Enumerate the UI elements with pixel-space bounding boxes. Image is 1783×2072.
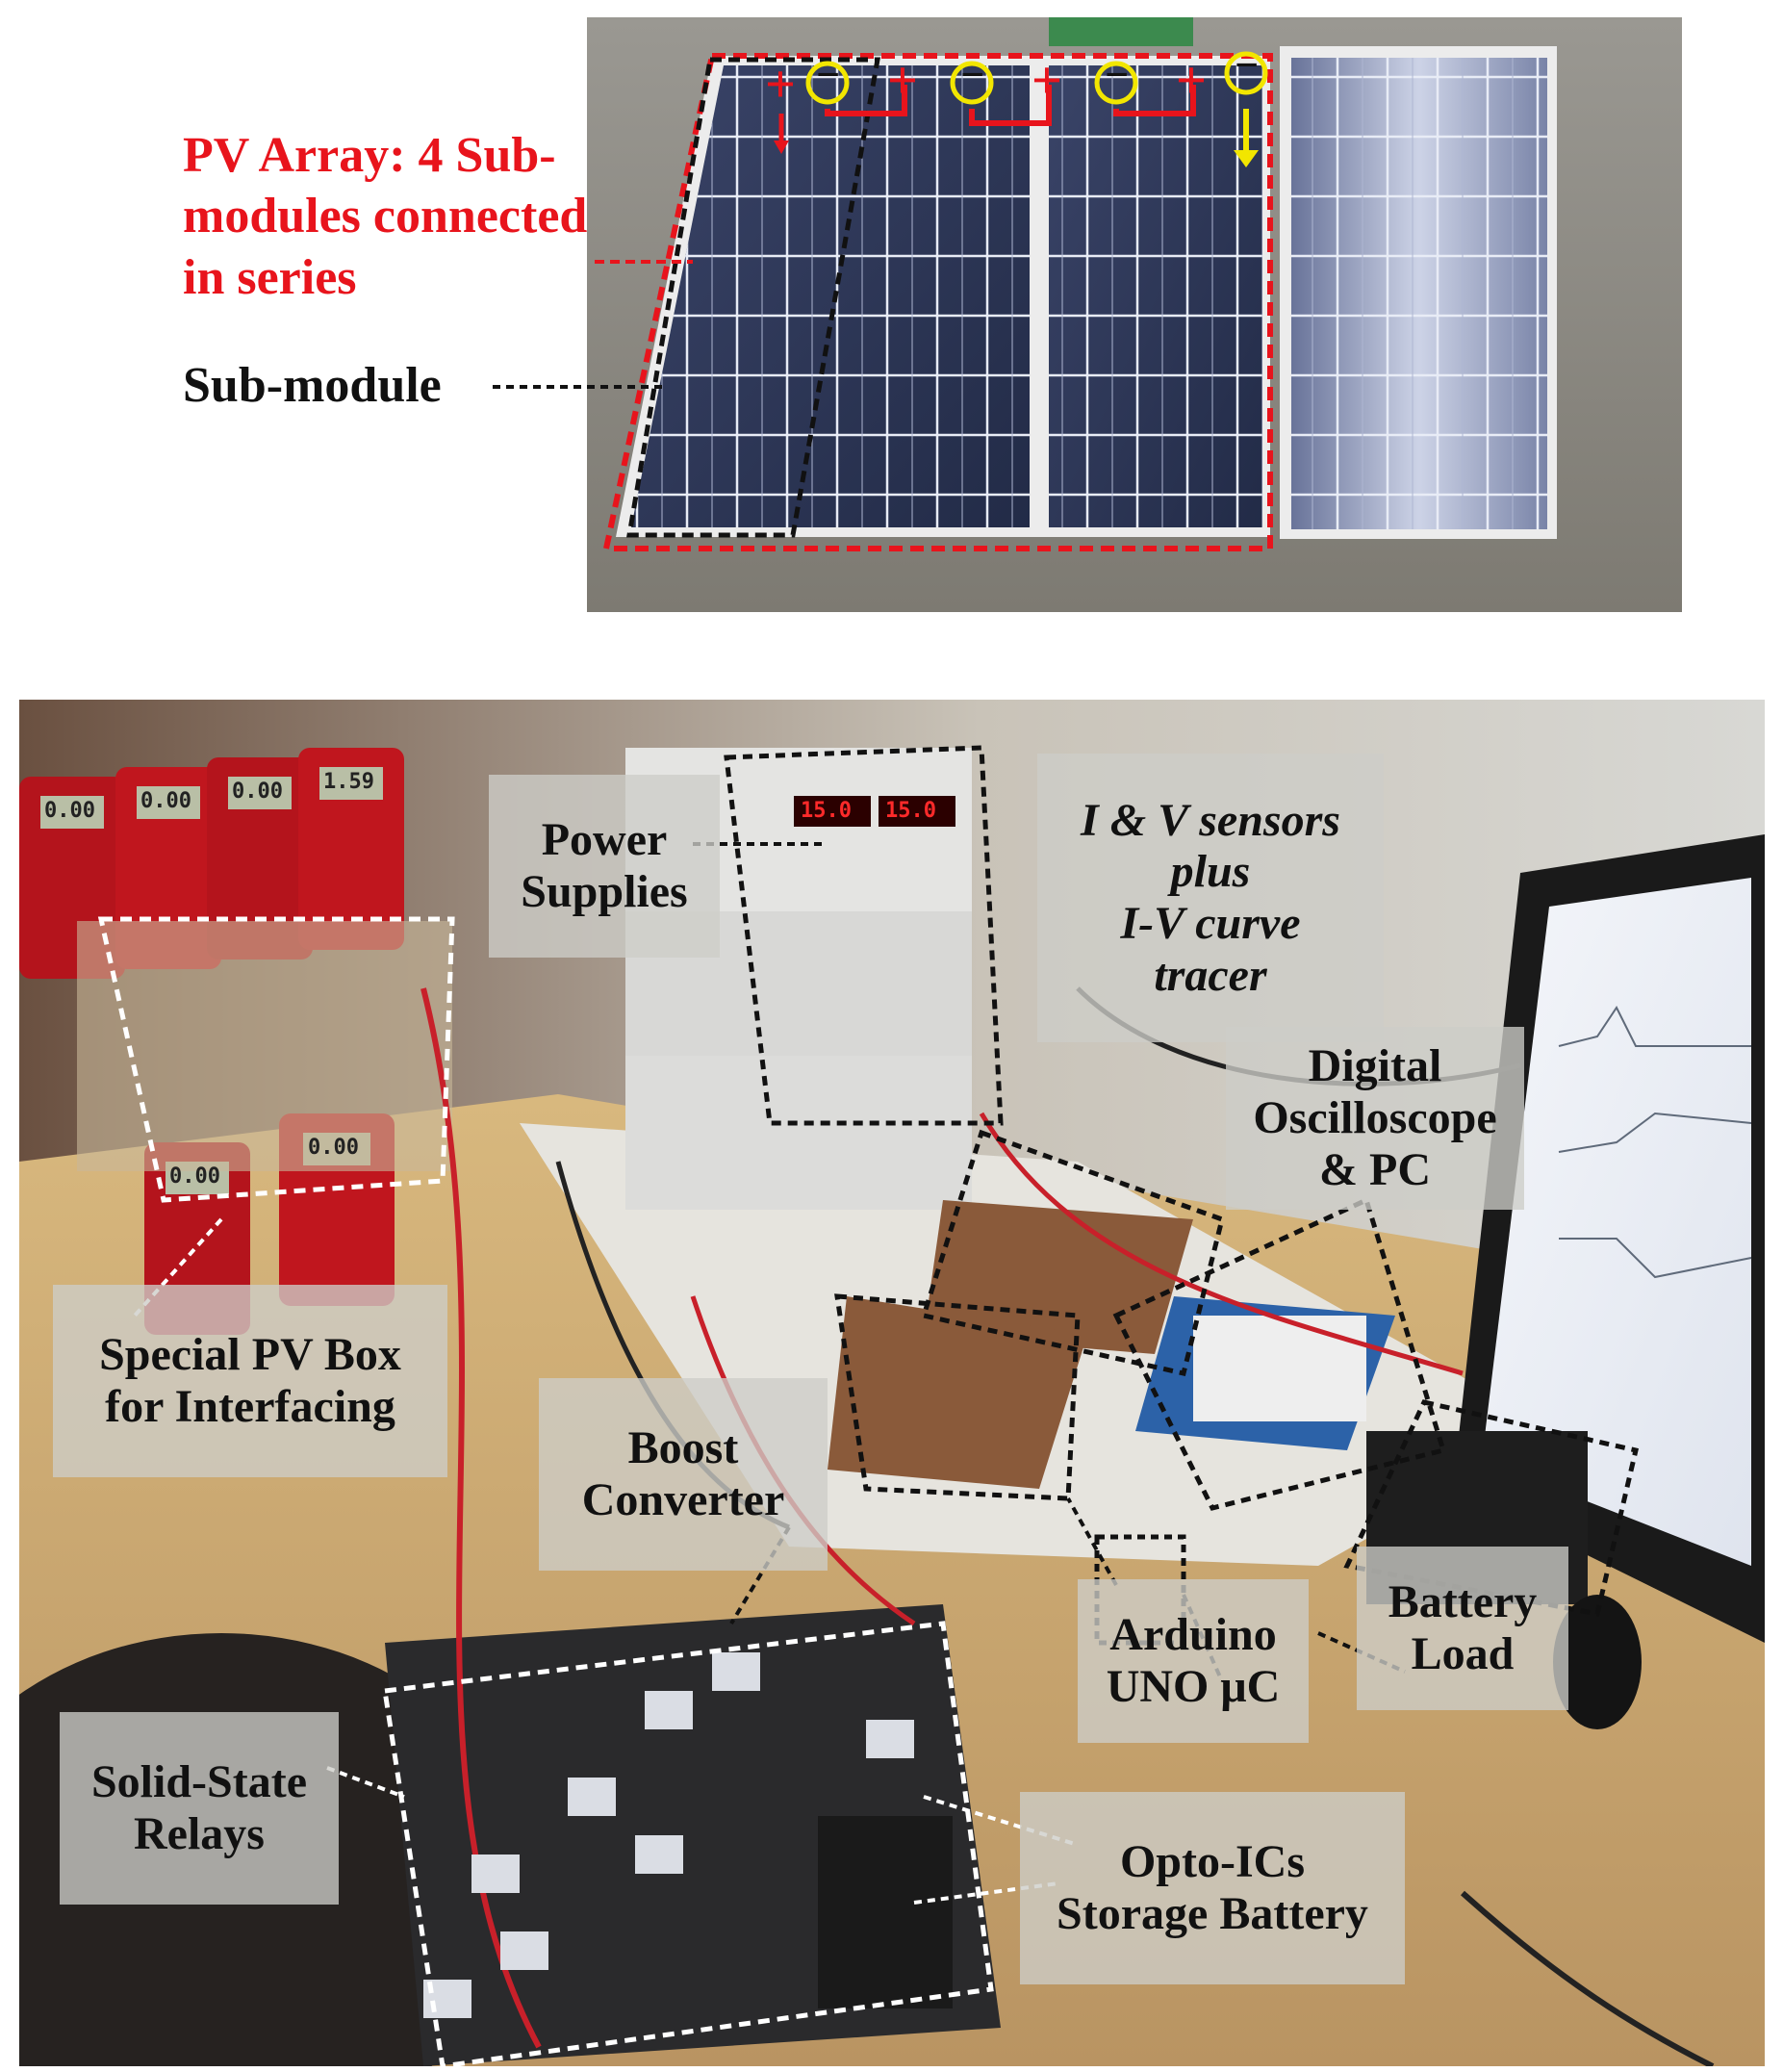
multimeter-reading-4: 1.59 xyxy=(323,770,374,794)
terminal-minus-4: − xyxy=(1235,41,1260,89)
pv-array-photo: + − + − + − + − xyxy=(587,17,1682,612)
terminal-plus-2: + xyxy=(887,51,918,111)
pv-array-scene xyxy=(587,17,1682,612)
terminal-minus-1: − xyxy=(816,51,841,98)
multimeter-reading-1: 0.00 xyxy=(44,799,95,823)
psu-reading-1: 15.0 xyxy=(801,799,852,823)
terminal-plus-3: + xyxy=(1032,51,1062,111)
sensors-label: I & V sensors plus I-V curve tracer xyxy=(1037,754,1384,1042)
power-supplies-label: Power Supplies xyxy=(489,775,720,958)
multimeter-reading-6: 0.00 xyxy=(308,1136,359,1160)
test-bench-photo: 0.00 0.00 0.00 1.59 0.00 0.00 15.0 15.0 … xyxy=(19,700,1765,2066)
terminal-plus-4: + xyxy=(1176,51,1207,111)
terminal-minus-3: − xyxy=(1105,51,1130,98)
oscilloscope-label: Digital Oscilloscope & PC xyxy=(1226,1027,1524,1210)
arduino-label: Arduino UNO μC xyxy=(1078,1579,1309,1743)
solid-state-relays-label: Solid-State Relays xyxy=(60,1712,339,1905)
terminal-plus-1: + xyxy=(765,55,796,115)
battery-load-label: Battery Load xyxy=(1357,1547,1568,1710)
boost-converter-label: Boost Converter xyxy=(539,1378,828,1571)
multimeter-reading-2: 0.00 xyxy=(140,789,191,813)
opto-storage-label: Opto-ICs Storage Battery xyxy=(1020,1792,1405,1984)
terminal-minus-2: − xyxy=(960,51,985,98)
sensors-label-text: I & V sensors plus I-V curve tracer xyxy=(1081,794,1340,1001)
multimeter-reading-3: 0.00 xyxy=(232,780,283,804)
pv-array-label: PV Array: 4 Sub- modules connected in se… xyxy=(183,128,588,305)
psu-reading-2: 15.0 xyxy=(885,799,936,823)
pv-box-label: Special PV Box for Interfacing xyxy=(53,1285,447,1477)
test-bench-scene xyxy=(19,700,1765,2066)
multimeter-reading-5: 0.00 xyxy=(169,1164,220,1189)
submodule-label: Sub-module xyxy=(183,358,442,413)
